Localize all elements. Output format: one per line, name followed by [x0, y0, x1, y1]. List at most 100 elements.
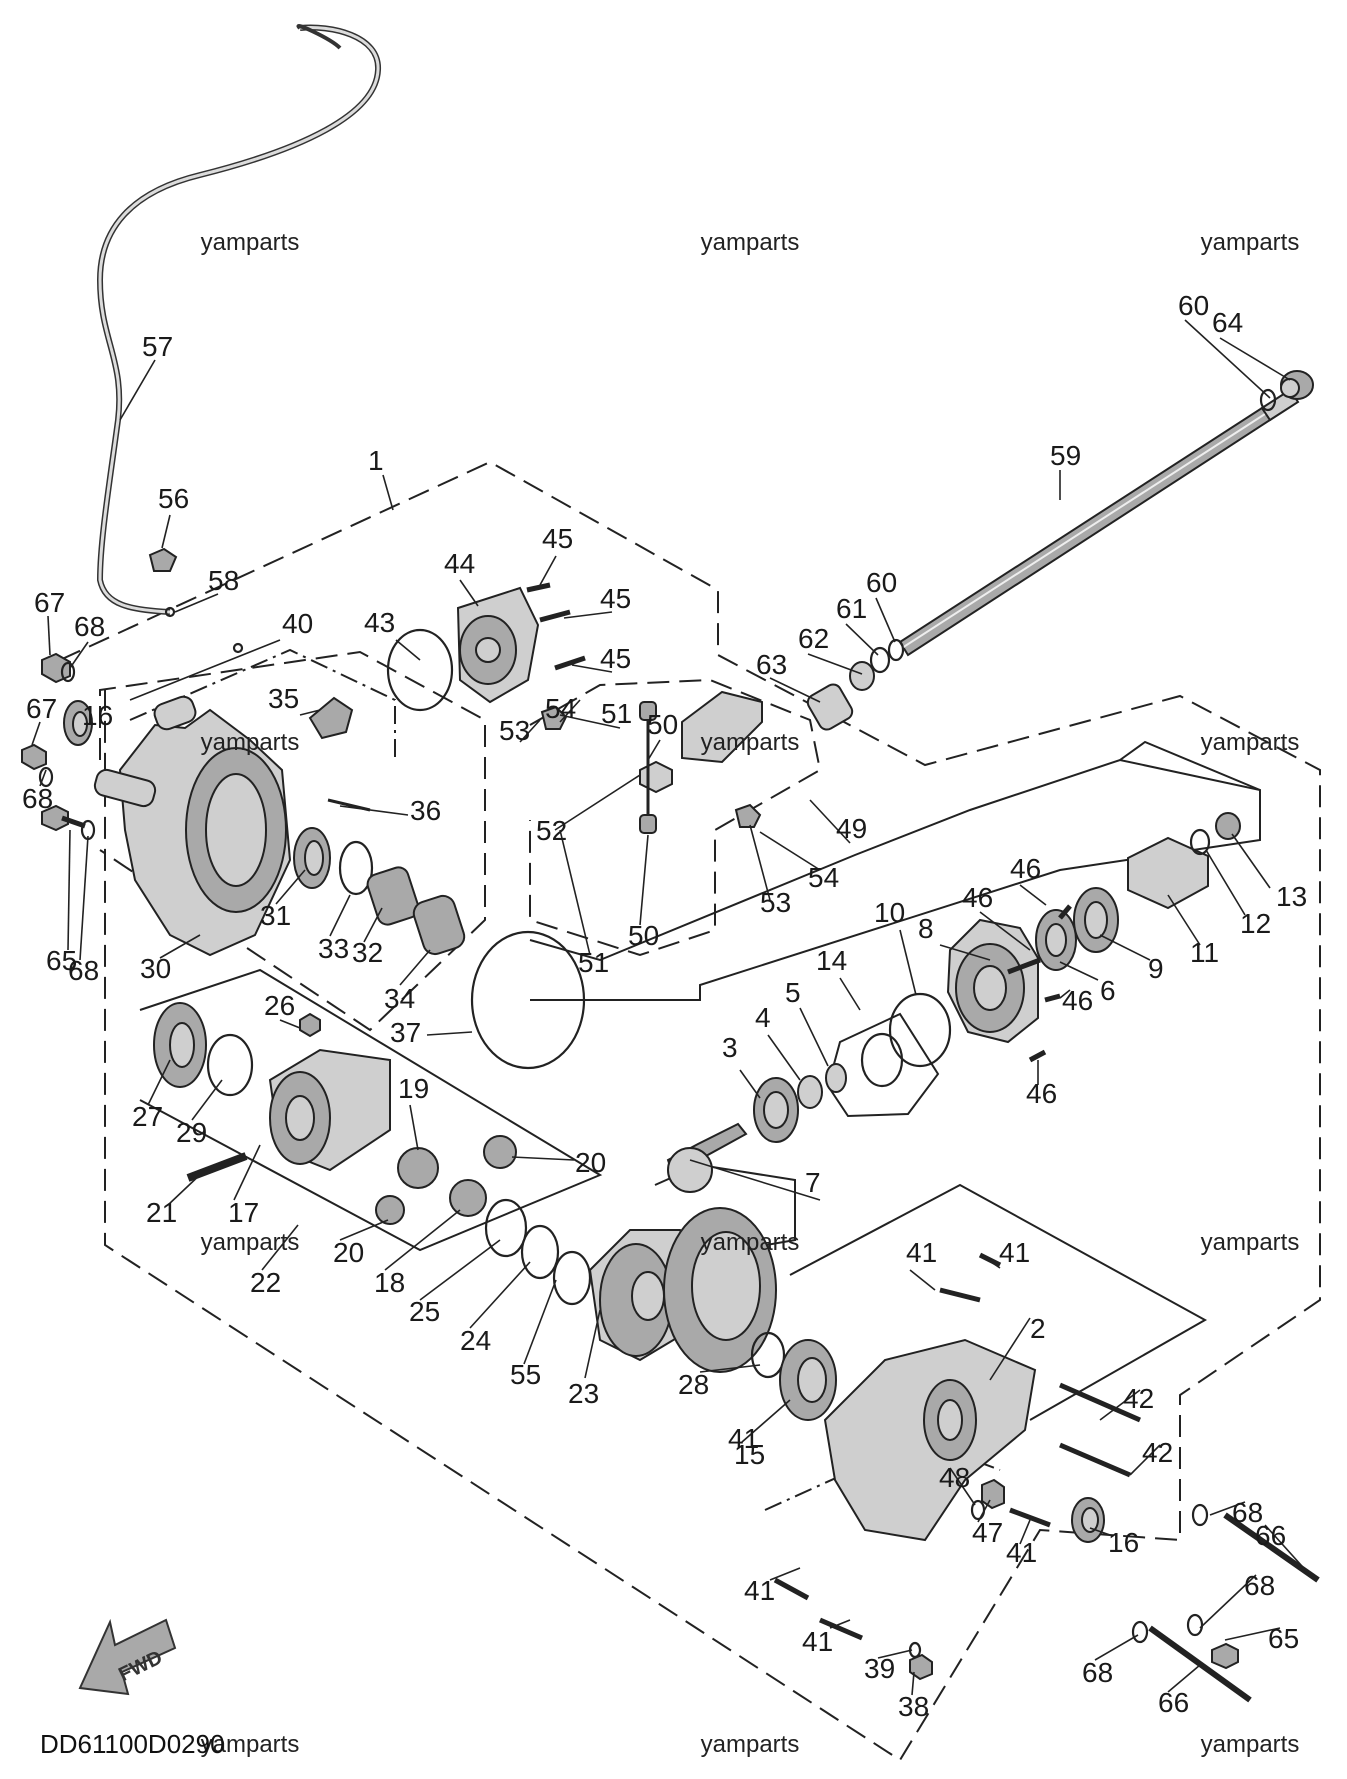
leader-line: [1089, 1527, 1111, 1536]
leader-line: [511, 1156, 575, 1161]
part-callout-label: 20: [575, 1147, 606, 1178]
part-callout-label: 54: [808, 862, 839, 893]
part-callout-label: 4: [755, 1002, 771, 1033]
watermark-text: yamparts: [1201, 1229, 1300, 1256]
part-callout-label: 46: [1062, 985, 1093, 1016]
part-callout-label: 50: [628, 920, 659, 951]
leader-line: [1231, 833, 1271, 889]
part-callout-label: 55: [510, 1359, 541, 1390]
part-callout-label: 68: [1232, 1497, 1263, 1528]
leader-line: [984, 1257, 1001, 1269]
drive-shaft: [898, 388, 1300, 657]
leader-line: [554, 774, 641, 831]
leader-line: [174, 593, 219, 613]
part-callout-label: 25: [409, 1296, 440, 1327]
leader-line: [989, 1317, 1031, 1381]
part-callout-label: 38: [898, 1691, 929, 1722]
leader-lines: [31, 319, 1311, 1696]
leader-line: [977, 1499, 991, 1523]
part-callout-label: 41: [906, 1237, 937, 1268]
part-callout-label: 41: [802, 1626, 833, 1657]
part-callout-label: 64: [1212, 307, 1243, 338]
leader-line: [31, 721, 41, 746]
leader-line: [559, 829, 591, 956]
part-callout-label: 41: [999, 1237, 1030, 1268]
leader-line: [363, 907, 383, 943]
part-callout-label: 16: [1108, 1527, 1139, 1558]
leader-line: [426, 1031, 473, 1036]
leader-line: [191, 1079, 223, 1121]
part-callout-label: 6: [1100, 975, 1116, 1006]
leader-line: [807, 653, 863, 675]
leader-line: [1209, 1501, 1246, 1516]
part-callout-label: 68: [1244, 1570, 1275, 1601]
part-callout-label: 46: [1010, 853, 1041, 884]
part-callout-label: 12: [1240, 908, 1271, 939]
part-callout-label: 67: [34, 587, 65, 618]
part-callout-label: 53: [499, 715, 530, 746]
leader-line: [1019, 884, 1047, 906]
part-callout-label: 66: [1255, 1520, 1286, 1551]
part-callout-label: 60: [1178, 290, 1209, 321]
part-callout-label: 8: [918, 913, 934, 944]
part-callout-label: 51: [601, 698, 632, 729]
leader-line: [1167, 1664, 1201, 1693]
leader-line: [519, 719, 541, 743]
part-callout-label: 21: [146, 1197, 177, 1228]
leader-line: [899, 929, 917, 996]
part-callout-label: 39: [864, 1653, 895, 1684]
part-callout-label: 26: [264, 990, 295, 1021]
leader-line: [47, 615, 51, 656]
leader-line: [384, 1209, 461, 1271]
leader-line: [749, 824, 771, 901]
leader-line: [119, 359, 156, 421]
part-callout-label: 19: [398, 1073, 429, 1104]
part-callout-label: 67: [26, 693, 57, 724]
part-callout-label: 24: [460, 1325, 491, 1356]
part-callout-label: 50: [647, 709, 678, 740]
leader-line: [1264, 1524, 1311, 1576]
part-callout-label: 51: [578, 947, 609, 978]
leader-line: [459, 579, 479, 607]
leader-line: [167, 1169, 206, 1206]
part-callout-label: 20: [333, 1237, 364, 1268]
leader-line: [939, 944, 991, 961]
watermark-text: yamparts: [701, 1229, 800, 1256]
leader-line: [639, 834, 649, 926]
leader-line: [395, 639, 421, 661]
leader-line: [741, 1399, 791, 1443]
leader-line: [339, 805, 409, 816]
leader-line: [1059, 989, 1071, 999]
leader-line: [845, 623, 879, 656]
leader-line: [261, 1224, 299, 1271]
leader-line: [839, 977, 861, 1011]
part-callout-label: 27: [132, 1101, 163, 1132]
watermark-text: yamparts: [201, 729, 300, 756]
part-callout-label: 29: [176, 1117, 207, 1148]
part-callout-label: 22: [250, 1267, 281, 1298]
part-callout-label: 36: [410, 795, 441, 826]
leader-line: [909, 1269, 936, 1291]
leader-line: [689, 1159, 821, 1201]
part-callout-label: 62: [798, 623, 829, 654]
leader-line: [584, 1309, 601, 1379]
part-callout-label: 11: [1190, 937, 1219, 968]
leader-line: [159, 934, 201, 959]
part-callout-label: 17: [228, 1197, 259, 1228]
part-callout-label: 68: [22, 783, 53, 814]
part-callout-label: 23: [568, 1378, 599, 1409]
leader-line: [559, 699, 581, 723]
leader-line: [1059, 961, 1099, 981]
part-callout-label: 56: [158, 483, 189, 514]
part-callout-label: 48: [939, 1462, 970, 1493]
part-callout-label: 45: [600, 643, 631, 674]
leader-line: [571, 664, 613, 673]
leader-line: [1219, 337, 1291, 381]
leader-line: [1019, 1519, 1031, 1545]
part-callout-label: 42: [1142, 1437, 1173, 1468]
leader-line: [67, 829, 71, 951]
part-callout-label: 66: [1158, 1687, 1189, 1718]
